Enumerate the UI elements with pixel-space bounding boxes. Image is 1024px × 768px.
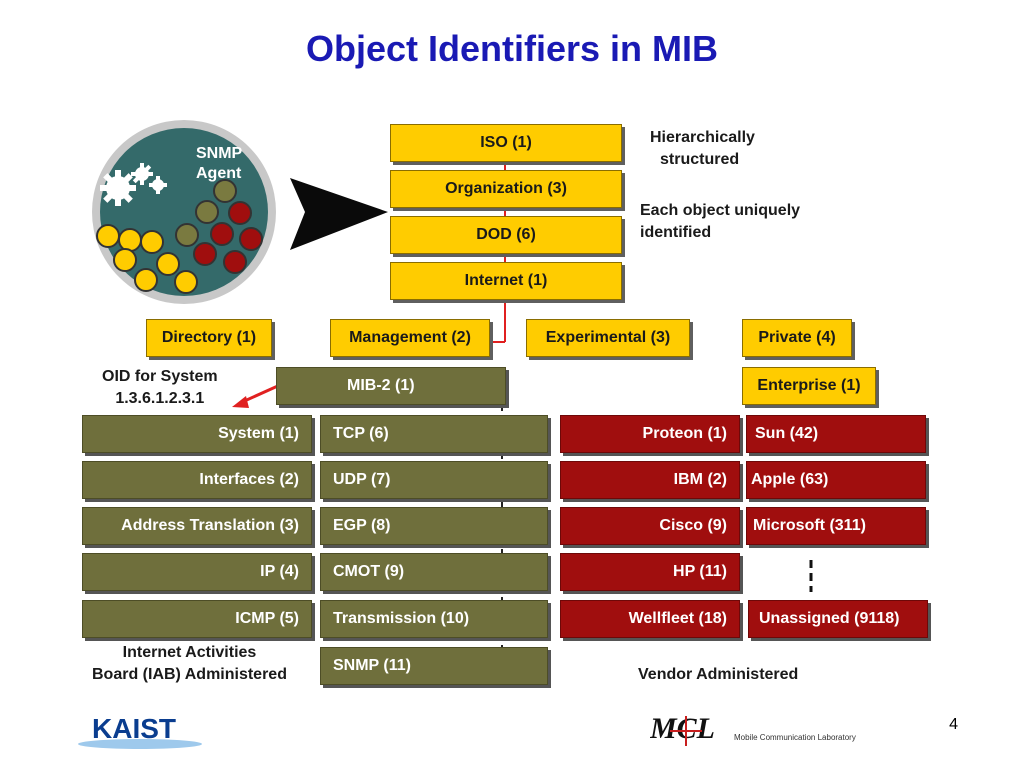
note-unique-line2: identified — [640, 224, 712, 241]
mcl-logo-caption: Mobile Communication Laboratory — [734, 733, 856, 742]
vendor-node-right: Apple (63) — [746, 461, 926, 499]
vendor-node-left: Proteon (1) — [560, 415, 740, 453]
mib-node-left: System (1) — [82, 415, 312, 453]
kaist-logo-text: KAIST — [92, 713, 176, 744]
node-iso: ISO (1) — [390, 124, 622, 162]
mib-node-left: IP (4) — [82, 553, 312, 591]
mib-node-right: UDP (7) — [320, 461, 548, 499]
mib-node-left: Interfaces (2) — [82, 461, 312, 499]
node-dod: DOD (6) — [390, 216, 622, 254]
vendor-node-left: Wellfleet (18) — [560, 600, 740, 638]
node-management: Management (2) — [330, 319, 490, 357]
gear-icon — [131, 163, 153, 185]
mib-node-right: TCP (6) — [320, 415, 548, 453]
note-hierarchical: Hierarchically structured — [650, 127, 755, 171]
mcl-logo: MCL Mobile Communication Laboratory — [649, 710, 900, 750]
node-organization: Organization (3) — [390, 170, 622, 208]
mcl-logo-mark: MCL — [650, 712, 715, 745]
node-experimental: Experimental (3) — [526, 319, 690, 357]
kaist-logo: KAIST — [70, 706, 210, 752]
vendor-node-left: Cisco (9) — [560, 507, 740, 545]
vendor-node-left: HP (11) — [560, 553, 740, 591]
vendor-node-right: Microsoft (311) — [746, 507, 926, 545]
node-mib2: MIB-2 (1) — [276, 367, 506, 405]
node-enterprise: Enterprise (1) — [742, 367, 876, 405]
vendor-node-right: Sun (42) — [746, 415, 926, 453]
note-hierarchical-line2: structured — [660, 151, 740, 168]
mib-node-right: SNMP (11) — [320, 647, 548, 685]
note-iab-line1: Internet Activities — [122, 644, 257, 661]
page-title: Object Identifiers in MIB — [305, 28, 719, 69]
note-oid-line2: 1.3.6.1.2.3.1 — [115, 390, 205, 407]
note-hierarchical-line1: Hierarchically — [650, 129, 755, 146]
note-unique: Each object uniquely identified — [640, 200, 800, 244]
oid-arrow-head — [232, 396, 249, 408]
note-unique-line1: Each object uniquely — [640, 202, 801, 219]
node-internet: Internet (1) — [390, 262, 622, 300]
gear-icon — [149, 176, 167, 194]
mib-node-left: ICMP (5) — [82, 600, 312, 638]
node-private: Private (4) — [742, 319, 852, 357]
mib-node-left: Address Translation (3) — [82, 507, 312, 545]
node-directory: Directory (1) — [146, 319, 272, 357]
note-oid-line1: OID for System — [102, 368, 218, 385]
snmp-agent-illustration: SNMP Agent — [92, 120, 276, 304]
mib-node-right: CMOT (9) — [320, 553, 548, 591]
note-oid-system: OID for System 1.3.6.1.2.3.1 — [102, 366, 218, 410]
vendor-node-left: IBM (2) — [560, 461, 740, 499]
note-iab-line2: Board (IAB) Administered — [92, 666, 287, 683]
agent-label-line1: SNMP — [196, 145, 243, 162]
page-number: 4 — [949, 716, 958, 733]
note-vendor: Vendor Administered — [638, 666, 799, 683]
mib-node-right: Transmission (10) — [320, 600, 548, 638]
gear-icon — [100, 170, 136, 206]
vendor-node-right: Unassigned (9118) — [748, 600, 928, 638]
pointer-arrow — [290, 178, 388, 250]
agent-label-line2: Agent — [196, 165, 242, 182]
note-iab: Internet Activities Board (IAB) Administ… — [92, 642, 287, 686]
mib-node-right: EGP (8) — [320, 507, 548, 545]
